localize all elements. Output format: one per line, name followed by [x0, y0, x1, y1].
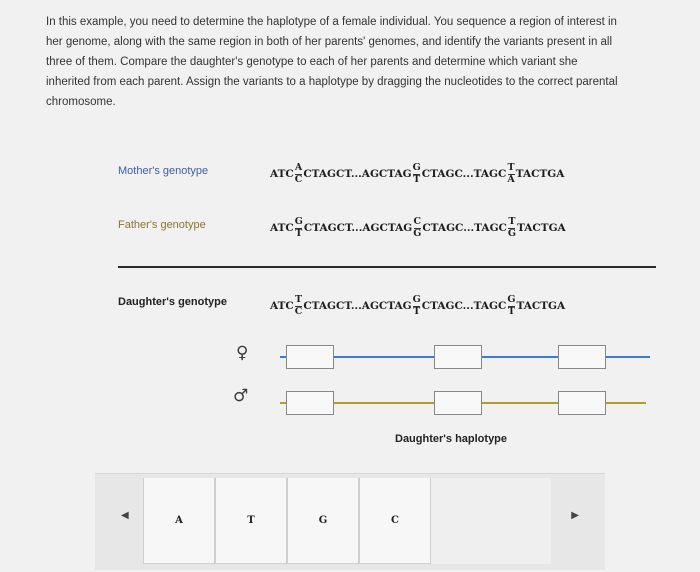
sequence-segment: CTAGCT...AGCTAG [303, 300, 412, 312]
instructions-line: chromosome. [46, 96, 116, 108]
sequence-segment: TACTGA [516, 300, 566, 312]
variant-allele-bottom: T [507, 306, 515, 317]
nucleotide-tile-a[interactable]: A [143, 478, 215, 564]
palette-empty-area [431, 478, 551, 564]
sequence-segment: CTAGCT...AGCTAG [303, 222, 413, 234]
sequence-segment: CTAGC...TAGC [421, 168, 507, 180]
variant-divider [507, 306, 515, 307]
variant-divider [507, 174, 515, 175]
female-symbol-icon: ♀ [236, 343, 249, 363]
sequence-segment: ATC [270, 168, 294, 180]
instructions-text: In this example, you need to determine t… [46, 12, 676, 112]
nucleotide-tile-row: A T G C [143, 478, 559, 564]
sequence-segment: ATC [270, 300, 294, 312]
maternal-drop-slot-3[interactable] [558, 345, 606, 369]
scroll-right-icon[interactable]: ▶ [571, 510, 579, 521]
nucleotide-tile-t[interactable]: T [215, 478, 287, 564]
father-genotype-label: Father's genotype [118, 219, 206, 231]
instructions-line: inherited from each parent. Assign the v… [46, 76, 618, 88]
sequence-segment: TACTGA [515, 168, 565, 180]
variant-allele-top: G [412, 294, 421, 305]
variant-allele-top: A [294, 162, 303, 173]
instructions-line: her genome, along with the same region i… [46, 36, 613, 48]
instructions-line: In this example, you need to determine t… [46, 16, 617, 28]
variant-allele-bottom: T [295, 228, 303, 239]
sequence-segment: CTAGC...TAGC [421, 300, 507, 312]
daughter-genotype-label: Daughter's genotype [118, 296, 227, 308]
variant-allele-bottom: G [507, 228, 517, 239]
variant-allele-bottom: T [413, 174, 421, 185]
sequence-segment: CTAGCT...AGCTAG [303, 168, 412, 180]
paternal-drop-slot-2[interactable] [434, 391, 482, 415]
variant-site: G T [507, 294, 515, 318]
variant-site: T A [507, 162, 514, 186]
variant-divider [508, 228, 516, 229]
variant-allele-bottom: C [294, 174, 303, 185]
variant-site: A C [295, 162, 303, 186]
variant-allele-bottom: G [413, 228, 422, 239]
nucleotide-tile-c[interactable]: C [359, 478, 431, 564]
nucleotide-palette: ◀ A T G C ▶ [95, 473, 605, 570]
variant-divider [413, 174, 421, 175]
variant-allele-top: C [413, 216, 422, 227]
variant-divider [295, 306, 303, 307]
variant-divider [413, 306, 421, 307]
variant-divider [413, 228, 421, 229]
variant-site: G T [295, 216, 303, 240]
paternal-drop-slot-1[interactable] [286, 391, 334, 415]
sequence-segment: CTAGC...TAGC [422, 222, 507, 234]
sequence-segment: TACTGA [517, 222, 566, 234]
variant-site: G T [413, 294, 421, 318]
father-sequence: ATC G T CTAGCT...AGCTAG C G CTAGC...TAGC… [270, 210, 566, 246]
mother-sequence: ATC A C CTAGCT...AGCTAG G T CTAGC...TAGC… [270, 156, 564, 192]
mother-genotype-label: Mother's genotype [118, 165, 209, 177]
variant-allele-top: T [507, 162, 515, 173]
maternal-drop-slot-1[interactable] [286, 345, 334, 369]
daughter-haplotype-label: Daughter's haplotype [395, 433, 508, 445]
scroll-left-icon[interactable]: ◀ [121, 510, 129, 521]
instructions-line: three of them. Compare the daughter's ge… [46, 56, 578, 68]
variant-allele-bottom: A [507, 174, 515, 185]
paternal-drop-slot-3[interactable] [558, 391, 606, 415]
variant-allele-top: T [294, 294, 303, 305]
variant-site: G T [413, 162, 421, 186]
variant-allele-top: G [507, 294, 516, 305]
variant-site: T C [295, 294, 303, 318]
male-symbol-icon: ♂ [233, 386, 249, 406]
section-divider [118, 266, 656, 268]
maternal-drop-slot-2[interactable] [434, 345, 482, 369]
variant-site: C G [413, 216, 421, 240]
variant-allele-bottom: C [294, 306, 303, 317]
sequence-segment: ATC [270, 222, 294, 234]
variant-allele-top: G [412, 162, 421, 173]
variant-allele-top: G [294, 216, 303, 227]
variant-divider [295, 228, 303, 229]
variant-allele-top: T [508, 216, 516, 227]
daughter-sequence: ATC T C CTAGCT...AGCTAG G T CTAGC...TAGC… [270, 288, 565, 324]
variant-divider [295, 174, 303, 175]
nucleotide-tile-g[interactable]: G [287, 478, 359, 564]
variant-site: T G [508, 216, 516, 240]
variant-allele-bottom: T [413, 306, 421, 317]
